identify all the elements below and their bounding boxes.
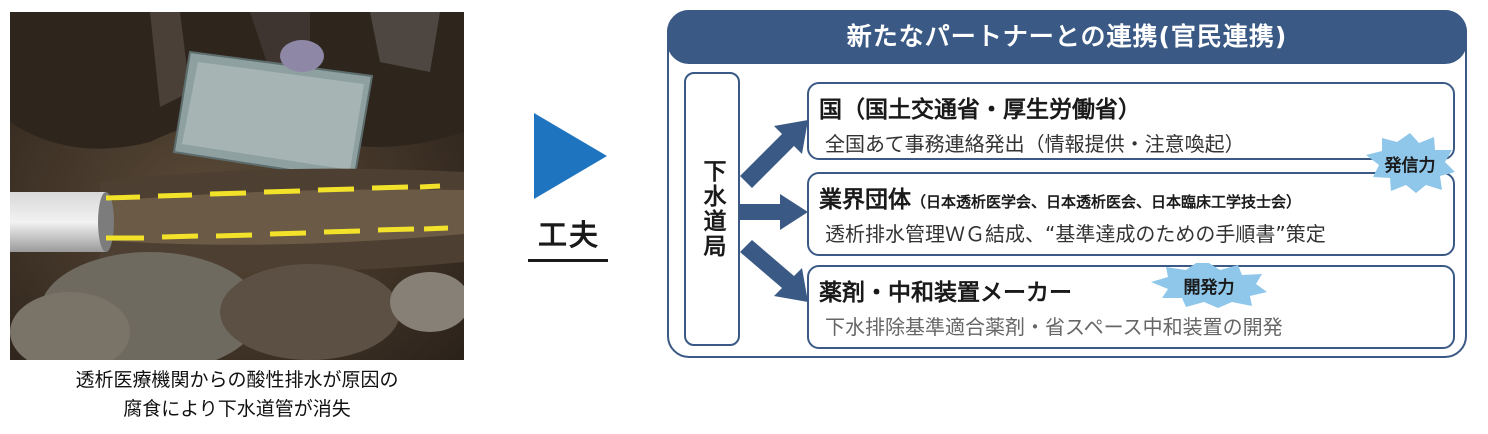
partner-industry: 業界団体（日本透析医学会、日本透析医会、日本臨床工学技士会） 透析排水管理ＷＧ結…	[807, 172, 1455, 256]
arrow-to-industry-icon	[740, 194, 808, 230]
development-badge: 開発力	[1150, 262, 1268, 308]
panel-title: 新たなパートナーとの連携(官民連携)	[667, 10, 1467, 64]
sewerage-bureau-label: 下水道局	[699, 159, 725, 259]
photo-caption: 透析医療機関からの酸性排水が原因の 腐食により下水道管が消失	[0, 366, 474, 424]
partner-industry-title: 業界団体（日本透析医学会、日本透析医会、日本臨床工学技士会）	[819, 180, 1301, 214]
partner-government-title: 国（国土交通省・厚生労働省）	[819, 90, 1141, 124]
development-badge-label: 開発力	[1183, 277, 1235, 298]
partner-manufacturer: 薬剤・中和装置メーカー 下水排除基準適合薬剤・省スペース中和装置の開発	[807, 265, 1455, 349]
connector-arrows	[740, 120, 808, 302]
dissemination-badge-label: 発信力	[1384, 155, 1436, 176]
dissemination-badge: 発信力	[1364, 132, 1456, 194]
partner-government: 国（国土交通省・厚生労働省） 全国あて事務連絡発出（情報提供・注意喚起）	[807, 82, 1455, 160]
arrow-to-manufacturer-icon	[740, 240, 808, 302]
transition-label-underline	[528, 259, 608, 262]
partner-manufacturer-description: 下水排除基準適合薬剤・省スペース中和装置の開発	[825, 315, 1283, 339]
development-burst-icon	[1151, 263, 1267, 308]
partner-manufacturer-title: 薬剤・中和装置メーカー	[819, 273, 1072, 307]
partner-industry-name: 業界団体	[819, 187, 911, 213]
trench-image	[10, 12, 464, 360]
photo-caption-line-1: 透析医療機関からの酸性排水が原因の	[75, 369, 399, 391]
arrow-to-government-icon	[740, 120, 808, 188]
photo-caption-line-2: 腐食により下水道管が消失	[123, 398, 351, 420]
partner-industry-members: （日本透析医学会、日本透析医会、日本臨床工学技士会）	[911, 193, 1302, 211]
transition-label: 工夫	[537, 218, 600, 252]
transition-arrow-icon	[534, 113, 607, 199]
partner-government-description: 全国あて事務連絡発出（情報提供・注意喚起）	[825, 132, 1245, 156]
partner-government-name: 国（国土交通省・厚生労働省）	[819, 97, 1141, 123]
partner-manufacturer-name: 薬剤・中和装置メーカー	[819, 280, 1072, 306]
dissemination-burst-icon	[1366, 133, 1455, 193]
sewerage-bureau-box: 下水道局	[684, 72, 740, 346]
partner-industry-description: 透析排水管理ＷＧ結成、“基準達成のための手順書”策定	[825, 222, 1326, 246]
sewer-corrosion-photo	[10, 12, 464, 360]
